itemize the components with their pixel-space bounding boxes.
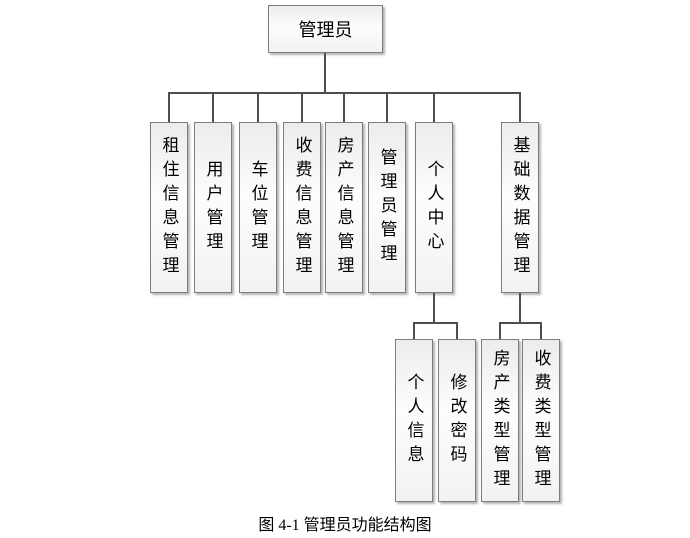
node-user-management-label: 用户管理 (203, 159, 223, 256)
node-admin-management: 管理员管理 (368, 122, 406, 293)
node-personal-center-label: 个人中心 (424, 159, 444, 256)
node-property-info-management-label: 房产信息管理 (334, 135, 354, 280)
connector-drop (413, 322, 415, 339)
connector-personal-center-bus (413, 322, 458, 324)
connector-basic-data-bus (499, 322, 542, 324)
node-personal-center: 个人中心 (415, 122, 453, 293)
node-rental-info-management-label: 租住信息管理 (159, 135, 179, 280)
connector-drop (433, 92, 435, 122)
node-rental-info-management: 租住信息管理 (150, 122, 188, 293)
node-personal-info-label: 个人信息 (404, 372, 424, 469)
connector-drop (456, 322, 458, 339)
connector-drop (540, 322, 542, 339)
node-admin: 管理员 (268, 5, 383, 53)
connector-drop (168, 92, 170, 122)
connector-personal-center-drop (433, 293, 435, 322)
node-fee-info-management-label: 收费信息管理 (292, 135, 312, 280)
node-user-management: 用户管理 (194, 122, 232, 293)
node-basic-data-management-label: 基础数据管理 (510, 135, 530, 280)
node-admin-label: 管理员 (298, 20, 353, 40)
node-parking-management: 车位管理 (239, 122, 277, 293)
figure-caption: 图 4-1 管理员功能结构图 (258, 517, 432, 534)
connector-drop (519, 92, 521, 122)
node-basic-data-management: 基础数据管理 (501, 122, 539, 293)
node-property-type-management: 房产类型管理 (481, 339, 519, 502)
connector-drop (257, 92, 259, 122)
node-fee-type-management: 收费类型管理 (522, 339, 560, 502)
connector-drop (499, 322, 501, 339)
connector-root-drop (324, 53, 326, 92)
node-fee-type-management-label: 收费类型管理 (531, 348, 551, 493)
connector-drop (386, 92, 388, 122)
node-parking-management-label: 车位管理 (248, 159, 268, 256)
connector-drop (343, 92, 345, 122)
node-personal-info: 个人信息 (395, 339, 433, 502)
node-property-info-management: 房产信息管理 (325, 122, 363, 293)
node-admin-management-label: 管理员管理 (377, 147, 397, 268)
node-change-password-label: 修改密码 (447, 372, 467, 469)
node-fee-info-management: 收费信息管理 (283, 122, 321, 293)
node-property-type-management-label: 房产类型管理 (490, 348, 510, 493)
connector-drop (301, 92, 303, 122)
node-change-password: 修改密码 (438, 339, 476, 502)
connector-basic-data-drop (519, 293, 521, 322)
connector-drop (212, 92, 214, 122)
